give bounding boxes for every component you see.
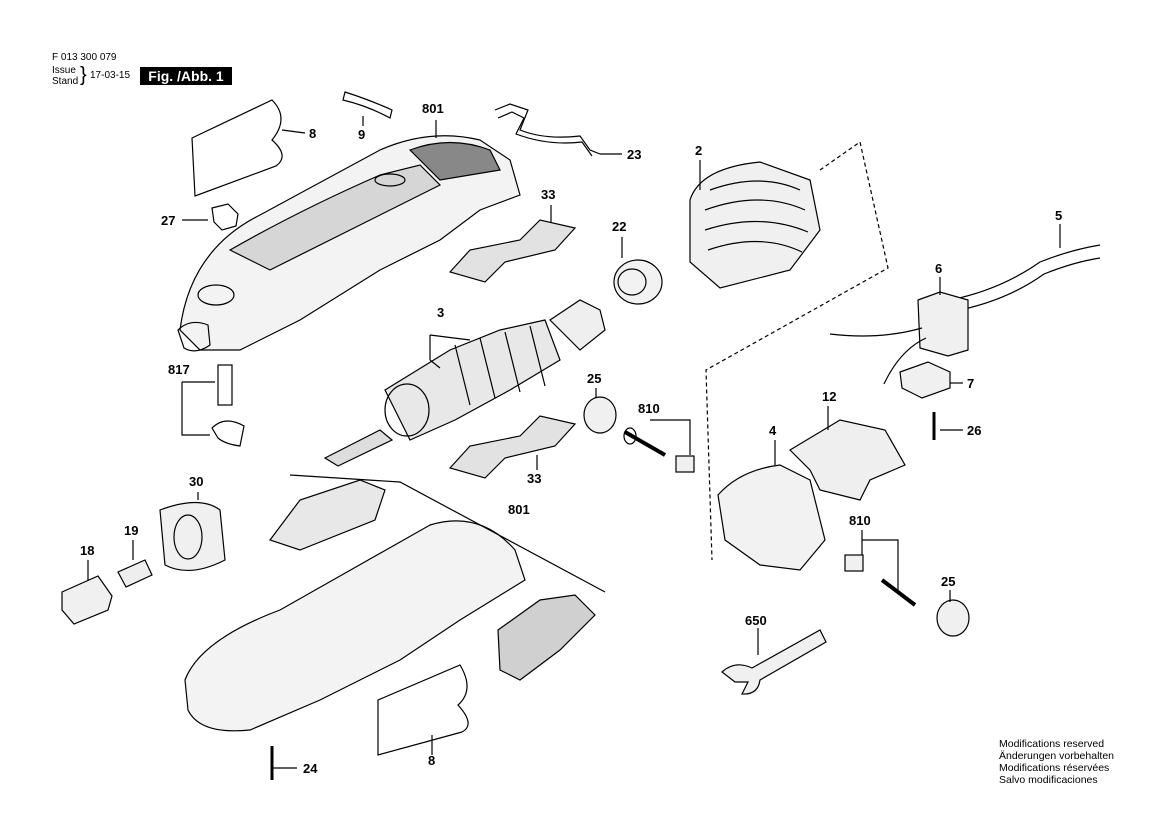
coil-winding-2: [704, 199, 806, 211]
leader-810a: [650, 419, 691, 455]
brush-bracket-drawing: [789, 419, 906, 501]
pin-clip-drawing: [211, 420, 245, 447]
issue-label: Issue: [52, 65, 76, 76]
spanner-drawing: [721, 629, 827, 695]
plate-drawing-top: [448, 219, 577, 283]
power-cord-drawing: [949, 244, 1101, 301]
dash-box-motor: [705, 140, 889, 561]
brush-drawing-a: [675, 455, 695, 473]
stand-label: Stand: [52, 76, 79, 87]
note-de: Änderungen vorbehalten: [999, 750, 1115, 762]
callout-19: 19: [124, 523, 138, 538]
coil-winding-4: [707, 240, 803, 253]
callout-8-bottom: 8: [428, 753, 435, 768]
brush-spring-drawing-a: [624, 430, 666, 457]
brace-glyph: }: [80, 64, 87, 86]
callout-5: 5: [1055, 208, 1062, 223]
callout-4: 4: [769, 423, 777, 438]
coil-winding-1: [709, 180, 801, 191]
callout-810-top: 810: [638, 401, 660, 416]
leader-8a: [281, 129, 306, 134]
pin-drawing: [217, 364, 233, 406]
lower-housing-cover-drawing: [269, 479, 386, 551]
callout-27: 27: [161, 213, 175, 228]
callout-30: 30: [189, 474, 203, 489]
housing-slider-drawing: [374, 173, 406, 187]
callout-26: 26: [967, 423, 981, 438]
end-cap-drawing: [717, 464, 826, 571]
modifications-notes: Modifications reserved Änderungen vorbeh…: [999, 738, 1114, 786]
commutator-drawing: [549, 299, 606, 351]
note-es: Salvo modificaciones: [999, 774, 1098, 786]
cable-clamp-drawing: [899, 361, 951, 399]
figure-badge: Fig. /Abb. 1: [140, 67, 232, 85]
plate-drawing-bottom: [448, 415, 577, 479]
bushing-drawing-b: [936, 599, 970, 637]
brush-spring-drawing-b: [880, 578, 917, 607]
callout-25-top: 25: [587, 371, 601, 386]
label-sheet-drawing-top: [191, 99, 283, 197]
bearing-bore-drawing: [617, 268, 647, 296]
callout-6: 6: [935, 261, 942, 276]
housing-switch-drawing: [408, 141, 501, 181]
coil-winding-3: [704, 220, 809, 233]
callout-24: 24: [303, 761, 318, 776]
callout-12: 12: [822, 389, 836, 404]
callout-801-bottom: 801: [508, 502, 530, 517]
nut-drawing: [159, 501, 226, 572]
callout-810-bottom: 810: [849, 513, 871, 528]
armature-slots-drawing: [454, 325, 546, 406]
wire-drawing-2: [883, 337, 927, 385]
strip-drawing: [342, 91, 393, 119]
leader-817: [181, 381, 215, 436]
brush-drawing-b: [844, 554, 864, 572]
note-fr: Modifications réservées: [999, 762, 1110, 774]
callout-3: 3: [437, 305, 444, 320]
leader-810b: [861, 530, 899, 590]
housing-nose-drawing: [177, 321, 211, 352]
field-coil-drawing: [689, 161, 821, 289]
dash-lower-housing: [289, 474, 606, 593]
issue-date: 17-03-15: [90, 70, 131, 81]
lower-housing-nose-drawing: [497, 594, 596, 681]
label-sheet-drawing-bottom: [377, 664, 469, 756]
strain-relief-drawing: [917, 291, 969, 357]
armature-shaft-drawing: [323, 429, 394, 467]
callout-8-top: 8: [309, 126, 316, 141]
callout-22: 22: [612, 219, 626, 234]
part-number: F 013 300 079: [52, 52, 117, 63]
wire-clip-drawing: [494, 103, 601, 155]
callout-817: 817: [168, 362, 190, 377]
callout-25-bottom: 25: [941, 574, 955, 589]
callout-2: 2: [695, 143, 702, 158]
callout-23: 23: [627, 147, 641, 162]
note-en: Modifications reserved: [999, 738, 1105, 750]
bushing-drawing-a: [583, 396, 617, 434]
nut-bore-drawing: [173, 514, 203, 560]
power-cord-drawing-2: [949, 257, 1101, 313]
callout-7: 7: [967, 376, 974, 391]
housing-grip-drawing: [228, 164, 442, 271]
callout-18: 18: [80, 543, 94, 558]
housing-vent-drawing: [197, 284, 235, 306]
leader-3: [429, 334, 471, 369]
wire-drawing-1: [829, 327, 923, 337]
upper-housing-drawing: [179, 135, 521, 351]
callout-650: 650: [745, 613, 767, 628]
callout-33-bottom: 33: [527, 471, 541, 486]
collet-drawing: [117, 559, 153, 588]
wire-clip-drawing-inner: [497, 111, 593, 157]
callout-33-top: 33: [541, 187, 555, 202]
callout-9: 9: [358, 127, 365, 142]
bearing-drawing: [613, 259, 663, 305]
callout-801-top: 801: [422, 101, 444, 116]
clip-drawing: [211, 203, 239, 231]
brush-head-drawing-a: [623, 427, 637, 445]
armature-fan-drawing: [384, 383, 430, 437]
collet-nut-drawing: [61, 575, 113, 625]
lower-housing-drawing: [184, 520, 526, 732]
